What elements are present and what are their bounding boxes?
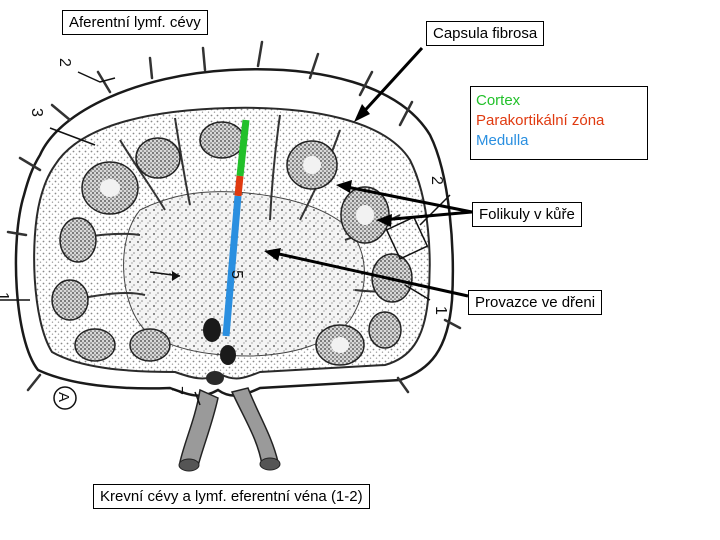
fig-mark-1-left: 1 <box>0 292 11 301</box>
figure-callouts <box>0 71 451 406</box>
hilum-vessels <box>178 318 281 472</box>
afferent-vessels <box>6 40 462 394</box>
callout-arrowhead <box>172 271 180 281</box>
annotation-arrows <box>269 46 473 298</box>
fig-mark-1-right: 1 <box>432 306 449 315</box>
fig-mark-5-center: 5 <box>228 270 245 279</box>
label-krevni-cevy: Krevní cévy a lymf. eferentní véna (1-2) <box>93 484 370 509</box>
label-medulla: Medulla <box>476 132 529 149</box>
label-capsula-fibrosa: Capsula fibrosa <box>426 21 545 46</box>
efferent-vessel-right <box>230 387 279 466</box>
follicle-centers <box>100 156 374 353</box>
label-afferent-vessels: Aferentní lymf. cévy <box>62 10 208 35</box>
zone-marker-cortex <box>236 119 250 177</box>
fig-mark-2-top: 2 <box>56 58 73 67</box>
annotation-arrowheads <box>264 104 392 261</box>
hilum-vessel-lumen <box>203 318 221 342</box>
label-provazce: Provazce ve dřeni <box>468 290 603 315</box>
label-cortex: Cortex <box>476 92 521 109</box>
zone-marker-medulla <box>222 195 242 337</box>
panel-letter: A <box>55 392 72 402</box>
fig-mark-7-bottom: 7 <box>168 386 185 395</box>
panel-letter-circle <box>53 386 77 410</box>
zone-marker-paracortex <box>234 175 244 197</box>
fig-mark-3-left: 3 <box>28 108 45 117</box>
zones-legend: Cortex Parakortikální zóna Medulla <box>470 86 648 160</box>
follicles <box>51 121 413 366</box>
label-folikuly: Folikuly v kůře <box>472 202 582 227</box>
label-paracortex: Parakortikální zóna <box>476 112 605 129</box>
fig-mark-2-right: 2 <box>428 176 445 185</box>
